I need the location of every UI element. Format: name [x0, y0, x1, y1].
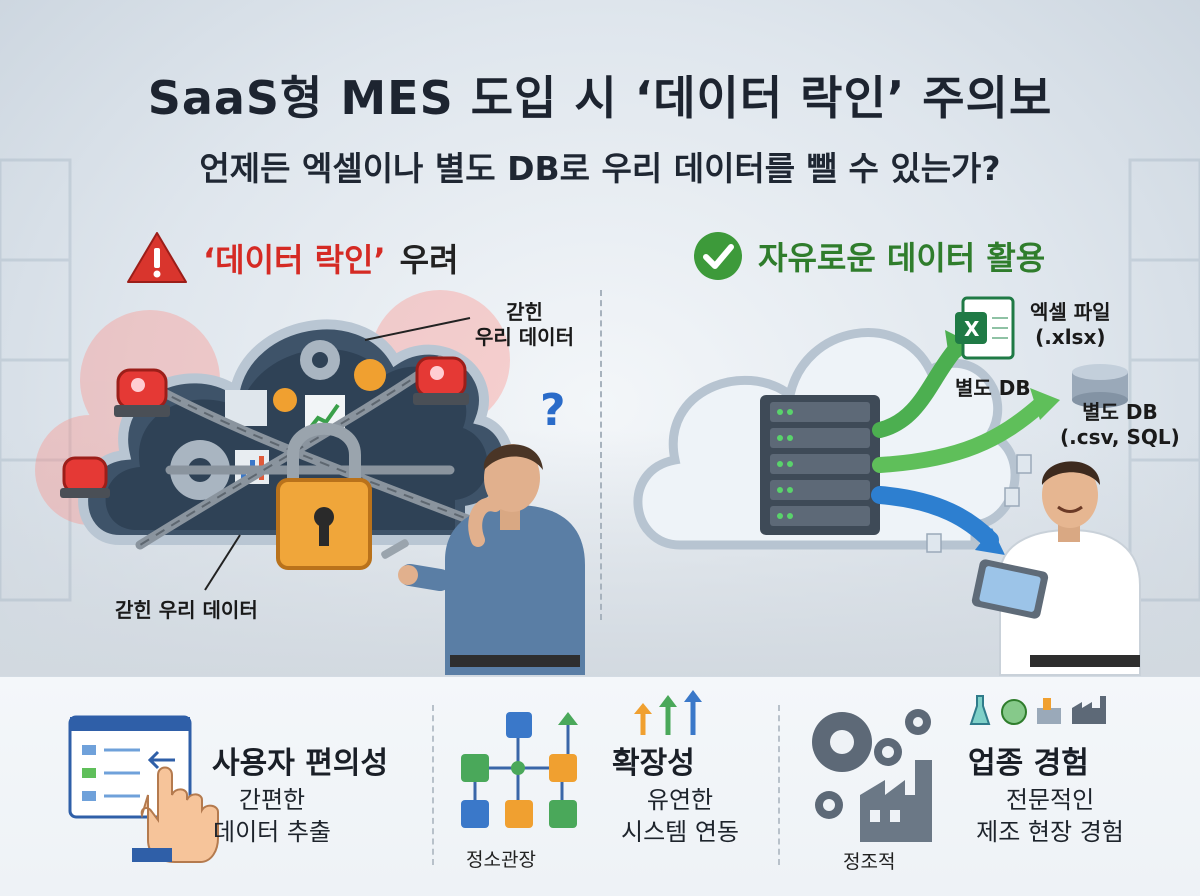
feature-industry-title: 업종 경험: [968, 746, 1089, 781]
feature-divider-2: [778, 705, 780, 865]
gear-icons: [170, 340, 386, 500]
trapped-data-label-bottom: 갇힌 우리 데이터: [115, 598, 258, 622]
feature-usability-desc: 간편한 데이터 추출: [212, 784, 332, 849]
export-arrows: [871, 330, 1060, 555]
trapped-data-label-top-line2: 우리 데이터: [475, 325, 574, 349]
db-label: 별도 DB (.csv, SQL): [1060, 400, 1180, 450]
feature-divider-1: [432, 705, 434, 865]
feature-scalability-desc: 유연한 시스템 연동: [600, 784, 760, 849]
lock-in-heading-quoted: ‘데이터 락인’: [203, 241, 386, 279]
pointing-hand-icon: [132, 766, 219, 863]
trapped-data-label-top: 갇힌 우리 데이터: [475, 300, 574, 350]
excel-file-label-line2: (.xlsx): [1035, 325, 1106, 349]
flying-document-icons: [926, 454, 1032, 553]
section-divider: [600, 290, 602, 620]
database-icon: [1072, 364, 1128, 408]
excel-file-label-line1: 엑셀 파일: [1030, 300, 1111, 324]
warning-triangle-icon: [127, 232, 187, 283]
db-label-line1: 별도 DB: [1082, 400, 1158, 424]
excel-target-label: 별도 DB: [955, 376, 1031, 400]
feature-industry-caption: 정조적: [843, 851, 896, 873]
excel-file-icon: X: [955, 296, 1015, 360]
question-mark-icon: ?: [540, 385, 566, 436]
feature-usability-desc-line2: 데이터 추출: [212, 818, 332, 847]
feature-industry-desc-line2: 제조 현장 경험: [976, 818, 1124, 847]
excel-file-label: 엑셀 파일 (.xlsx): [1030, 300, 1111, 350]
lock-in-warning-heading: ‘데이터 락인’ 우려: [125, 230, 459, 286]
free-data-heading: 자유로운 데이터 활용: [692, 230, 1045, 282]
feature-scalability-desc-line1: 유연한: [646, 786, 714, 814]
feature-usability-title: 사용자 편의성: [212, 746, 389, 781]
feature-industry-desc-line1: 전문적인: [1005, 786, 1095, 814]
feature-scalability-desc-line2: 시스템 연동: [620, 818, 740, 847]
feature-scalability-title: 확장성: [612, 746, 695, 781]
check-circle-icon: [694, 232, 742, 280]
worried-man-figure: [381, 444, 585, 675]
free-data-heading-text: 자유로운 데이터 활용: [758, 239, 1046, 277]
svg-text:X: X: [964, 317, 980, 341]
factory-icon: [860, 760, 932, 842]
page-subtitle: 언제든 엑셀이나 별도 DB로 우리 데이터를 뺄 수 있는가?: [199, 149, 1001, 188]
red-alarm-lights: [60, 356, 469, 498]
padlock-icon: [276, 422, 372, 570]
trapped-data-label-top-line1: 갇힌: [506, 300, 543, 324]
feature-scalability-caption: 정소관장: [466, 849, 536, 871]
lock-in-heading-rest: 우려: [399, 241, 459, 279]
feature-usability-desc-line1: 간편한: [238, 786, 306, 814]
page-title: SaaS형 MES 도입 시 ‘데이터 락인’ 주의보: [147, 71, 1053, 125]
industry-icons: [969, 695, 1106, 725]
happy-man-figure: [971, 461, 1141, 676]
server-rack: [760, 395, 880, 535]
feature-industry-desc: 전문적인 제조 현장 경험: [945, 784, 1155, 849]
manufacturing-gears-icon: [812, 709, 931, 819]
db-label-line2: (.csv, SQL): [1060, 425, 1180, 449]
system-integration-diagram-icon: [461, 712, 578, 828]
growth-arrows-icon: [634, 690, 702, 735]
